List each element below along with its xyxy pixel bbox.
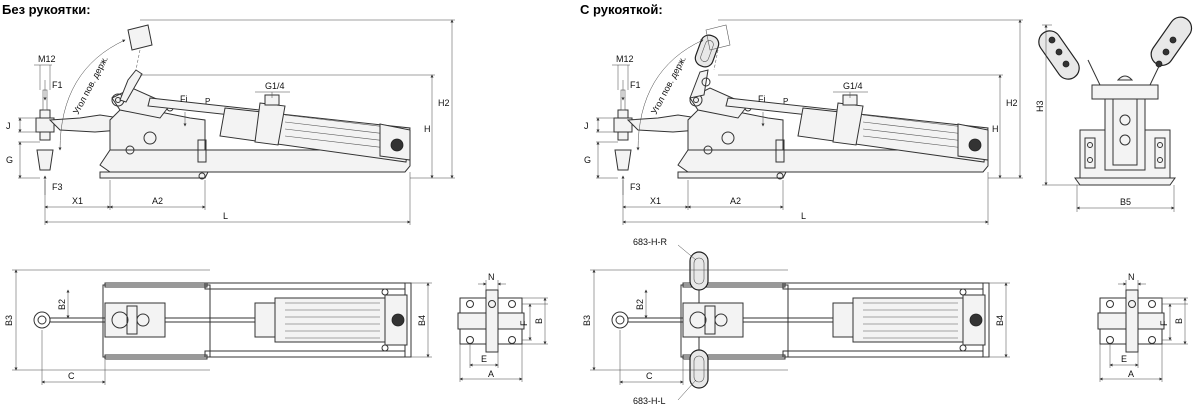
title-with-handle: С рукояткой: <box>580 2 663 17</box>
label-c-r: C <box>646 371 653 381</box>
label-h2: H2 <box>438 98 450 108</box>
label-a: A <box>488 369 494 379</box>
front-view-with-handle: H3 B5 <box>1035 16 1193 212</box>
label-h2-r: H2 <box>1006 98 1018 108</box>
label-x1-r: X1 <box>650 196 661 206</box>
label-p: P <box>205 97 210 106</box>
label-f: F <box>519 320 529 326</box>
label-b5: B5 <box>1120 197 1131 207</box>
label-f1-r: F1 <box>630 80 641 90</box>
label-a-r: A <box>1128 369 1134 379</box>
lever-end-block <box>127 24 153 51</box>
label-g: G <box>6 155 13 165</box>
label-p-r: P <box>783 97 788 106</box>
base-plate-view-right: N F B E A <box>1097 272 1188 382</box>
top-view-with-handle <box>611 282 990 360</box>
label-f1: F1 <box>52 80 63 90</box>
label-h: H <box>424 124 431 134</box>
label-f-r: F <box>1159 320 1169 326</box>
label-b3: B3 <box>4 315 14 326</box>
label-fi: Fi <box>180 94 188 104</box>
label-handle-l: 683-H-L <box>633 396 666 406</box>
label-b: B <box>534 318 544 324</box>
label-b4: B4 <box>417 315 427 326</box>
label-e: E <box>481 354 487 364</box>
right-variant: M12 F1 F3 J G Fi P G1/4 H H2 Угол пов. д… <box>582 19 1023 406</box>
label-j: J <box>6 121 11 131</box>
label-j-r: J <box>584 121 589 131</box>
handle-grip <box>694 34 720 68</box>
side-view-without-handle <box>35 87 411 180</box>
label-n: N <box>488 272 495 282</box>
label-x1: X1 <box>72 196 83 206</box>
label-l-r: L <box>801 211 806 221</box>
label-a2: A2 <box>152 196 163 206</box>
title-without-handle: Без рукоятки: <box>2 2 91 17</box>
label-b4-r: B4 <box>995 315 1005 326</box>
label-fi-r: Fi <box>758 94 766 104</box>
label-b-r: B <box>1174 318 1184 324</box>
label-b3-r: B3 <box>582 315 592 326</box>
label-c: C <box>68 371 75 381</box>
label-h-r: H <box>992 124 999 134</box>
label-h3: H3 <box>1035 100 1045 112</box>
label-g14: G1/4 <box>265 81 285 91</box>
label-b2: B2 <box>57 299 67 310</box>
label-b2-r: B2 <box>635 299 645 310</box>
label-g14-r: G1/4 <box>843 81 863 91</box>
label-handle-r: 683-H-R <box>633 237 668 247</box>
lever <box>119 69 143 103</box>
label-m12-r: M12 <box>616 54 634 64</box>
label-a2-r: A2 <box>730 196 741 206</box>
side-view-with-handle <box>613 87 989 180</box>
label-m12: M12 <box>38 54 56 64</box>
base-plate-view-left <box>457 289 525 353</box>
label-f3: F3 <box>52 182 63 192</box>
label-e-r: E <box>1121 354 1127 364</box>
label-f3-r: F3 <box>630 182 641 192</box>
top-view-without-handle <box>33 282 412 360</box>
label-n-r: N <box>1128 272 1135 282</box>
label-l: L <box>223 211 228 221</box>
label-g-r: G <box>584 155 591 165</box>
